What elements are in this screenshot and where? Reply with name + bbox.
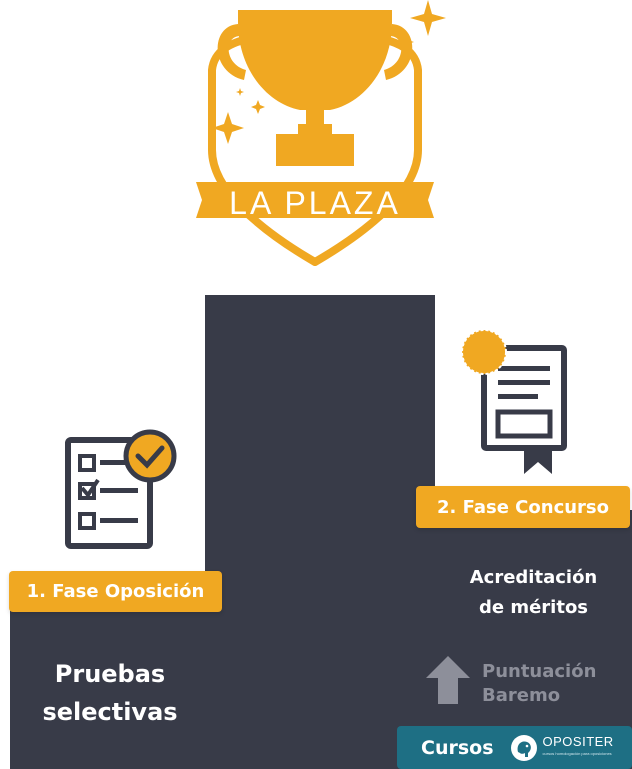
trophy-icon [217,10,413,166]
description-line: Acreditación [469,567,598,588]
podium-block-right [435,510,632,769]
checklist-icon [65,429,177,549]
sparkle-icon [212,112,244,144]
cursos-label: Cursos [421,736,494,759]
opositer-logo: OPOSITER cursos homologación para oposic… [510,734,614,762]
sparkle-icon [251,100,265,114]
fase-concurso-label: 2. Fase Concurso [436,496,610,518]
description-line: Pruebas [54,660,166,688]
crest-title: LA PLAZA [229,185,401,221]
arrow-up-icon [426,656,470,704]
fase-oposicion-description: Pruebas selectivas [10,655,210,731]
fase-concurso-description: Acreditación de méritos [435,563,632,623]
fase-oposicion-badge: 1. Fase Oposición [9,571,222,612]
description-line: de méritos [478,597,589,618]
puntuacion-line: Puntuación [482,661,597,682]
sparkle-icon [236,88,244,96]
banner [196,182,434,218]
opositer-brand-text: OPOSITER [542,733,614,749]
description-line: selectivas [42,698,178,726]
podium-block-left [10,592,210,769]
fase-concurso-badge: 2. Fase Concurso [416,486,630,528]
crest: LA PLAZA [196,0,446,266]
cursos-button[interactable]: Cursos OPOSITER cursos homologación para… [397,726,632,769]
opositer-tagline: cursos homologación para oposiciones [542,750,612,756]
check-circle-icon [123,429,177,483]
puntuacion-line: Baremo [482,685,561,706]
sparkle-icon [410,0,446,36]
opositer-brand: OPOSITER cursos homologación para oposic… [542,733,614,760]
elephant-icon [510,734,537,761]
fase-oposicion-label: 1. Fase Oposición [26,581,205,602]
sparkle-icon [398,34,414,50]
podium-block-center [205,295,435,769]
certificate-icon [461,330,567,474]
puntuacion-baremo: Puntuación Baremo [482,660,596,708]
